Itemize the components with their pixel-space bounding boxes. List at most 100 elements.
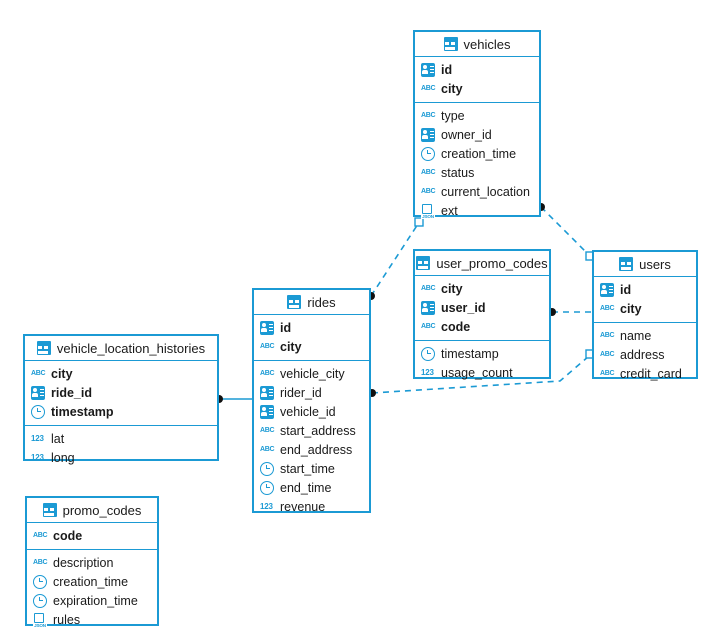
id-icon: [260, 320, 274, 335]
id-icon: [260, 404, 274, 419]
table-header[interactable]: users: [594, 252, 696, 277]
field-row[interactable]: start_time: [254, 459, 369, 478]
field-row[interactable]: 123 revenue: [254, 497, 369, 516]
abc-icon: ABC: [260, 426, 275, 434]
field-row[interactable]: creation_time: [415, 144, 539, 163]
field-label: name: [620, 328, 652, 343]
field-row[interactable]: ABC description: [27, 553, 157, 572]
field-row[interactable]: expiration_time: [27, 591, 157, 610]
field-row[interactable]: creation_time: [27, 572, 157, 591]
field-label: type: [441, 108, 465, 123]
field-label: start_address: [280, 423, 356, 438]
table-name: vehicle_location_histories: [56, 340, 206, 356]
field-label: start_time: [280, 461, 335, 476]
primary-key-row[interactable]: id: [254, 318, 369, 337]
field-label: id: [441, 62, 453, 77]
table-name: promo_codes: [62, 502, 142, 518]
primary-key-row[interactable]: id: [415, 60, 539, 79]
number-icon: 123: [260, 501, 273, 511]
table-header[interactable]: promo_codes: [27, 498, 157, 523]
field-row[interactable]: ABC name: [594, 326, 696, 345]
field-label: end_time: [280, 480, 332, 495]
field-label: id: [280, 320, 292, 335]
field-row[interactable]: end_time: [254, 478, 369, 497]
primary-key-row[interactable]: timestamp: [25, 402, 217, 421]
abc-icon: ABC: [421, 284, 436, 292]
abc-icon: ABC: [421, 322, 436, 330]
field-row[interactable]: owner_id: [415, 125, 539, 144]
field-label: rider_id: [280, 385, 322, 400]
id-icon: [260, 385, 274, 400]
field-label: credit_card: [620, 366, 682, 381]
primary-key-row[interactable]: ride_id: [25, 383, 217, 402]
id-icon: [421, 300, 435, 315]
relationship-vlh-to-rides[interactable]: [215, 395, 252, 403]
field-label: rules: [53, 612, 81, 627]
table-icon: [416, 256, 431, 270]
field-label: creation_time: [53, 574, 129, 589]
table-icon: [42, 503, 57, 517]
field-row[interactable]: vehicle_id: [254, 402, 369, 421]
field-row[interactable]: rider_id: [254, 383, 369, 402]
primary-key-row[interactable]: user_id: [415, 298, 549, 317]
field-label: description: [53, 555, 114, 570]
number-icon: 123: [31, 452, 44, 462]
clock-icon: [260, 461, 274, 476]
table-header[interactable]: vehicle_location_histories: [25, 336, 217, 361]
clock-icon: [31, 404, 45, 419]
field-row[interactable]: timestamp: [415, 344, 549, 363]
table-header[interactable]: rides: [254, 290, 369, 315]
abc-icon: ABC: [260, 445, 275, 453]
field-label: revenue: [280, 499, 326, 514]
field-label: ext: [441, 203, 458, 218]
field-label: lat: [51, 431, 65, 446]
table-header[interactable]: vehicles: [415, 32, 539, 57]
abc-icon: ABC: [33, 558, 48, 566]
field-row[interactable]: ABC start_address: [254, 421, 369, 440]
field-label: timestamp: [441, 346, 499, 361]
id-icon: [421, 127, 435, 142]
field-label: code: [53, 528, 83, 543]
relationship-upc-to-users[interactable]: [548, 308, 592, 316]
table-header[interactable]: user_promo_codes: [415, 251, 549, 276]
field-label: id: [620, 282, 632, 297]
field-label: usage_count: [441, 365, 513, 380]
field-label: expiration_time: [53, 593, 138, 608]
field-label: timestamp: [51, 404, 114, 419]
primary-key-row[interactable]: id: [594, 280, 696, 299]
table-icon: [619, 257, 634, 271]
abc-icon: ABC: [600, 331, 615, 339]
clock-icon: [33, 593, 47, 608]
